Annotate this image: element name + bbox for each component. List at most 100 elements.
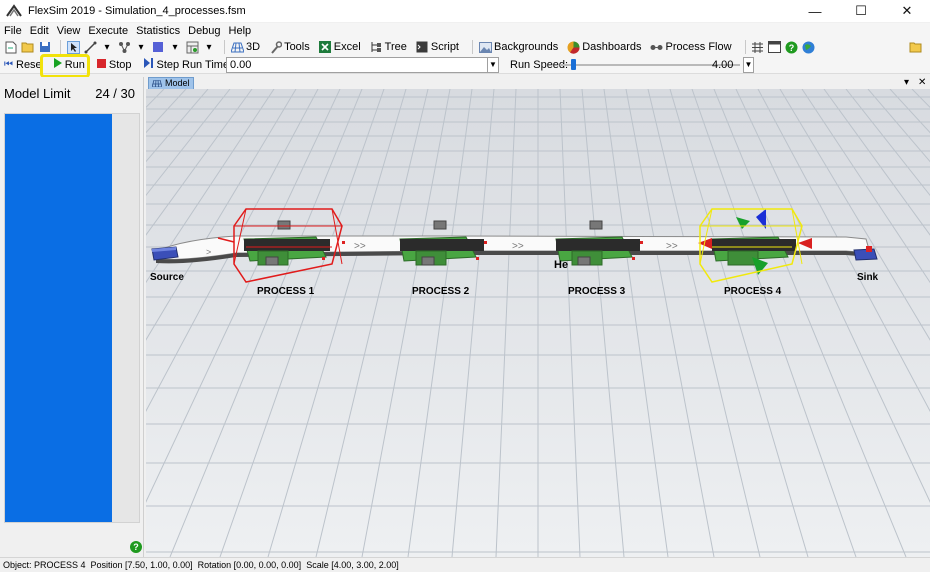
run-button[interactable]: Run bbox=[53, 56, 85, 74]
toolbar-divider bbox=[60, 40, 61, 54]
model-limit-bar-fill bbox=[5, 114, 112, 522]
process-3-label: PROCESS 3 bbox=[568, 286, 626, 297]
dashboards-icon bbox=[566, 40, 580, 54]
run-speed-slider-track[interactable] bbox=[560, 64, 740, 66]
play-icon bbox=[53, 58, 62, 71]
menu-help[interactable]: Help bbox=[228, 24, 252, 37]
process-2-label: PROCESS 2 bbox=[412, 286, 470, 297]
shape-library-icon[interactable] bbox=[151, 40, 165, 54]
sink-object[interactable] bbox=[853, 246, 878, 261]
window-layout-icon[interactable] bbox=[768, 40, 782, 54]
dropdown-arrow-icon[interactable]: ▾ bbox=[104, 41, 110, 53]
excel-label: Excel bbox=[333, 41, 361, 53]
script-button[interactable]: Script bbox=[415, 40, 459, 54]
step-icon bbox=[143, 58, 154, 71]
process-1-machine[interactable] bbox=[217, 208, 343, 283]
process-flow-label: Process Flow bbox=[665, 41, 732, 53]
run-speed-slider-thumb[interactable] bbox=[571, 59, 576, 70]
help-icon[interactable]: ? bbox=[130, 541, 142, 553]
reset-icon: ⏮ bbox=[4, 59, 13, 70]
select-mode-icon[interactable] bbox=[66, 40, 80, 54]
run-button-highlight bbox=[40, 54, 90, 78]
model-limit-value: 24 / 30 bbox=[95, 86, 135, 101]
help-icon[interactable]: ? bbox=[785, 40, 799, 54]
model-3d-view[interactable]: >> >> >> > Source Sink bbox=[146, 89, 930, 557]
backgrounds-icon bbox=[478, 40, 492, 54]
3d-button[interactable]: 3D bbox=[230, 40, 260, 54]
reset-label: Rese bbox=[16, 58, 42, 71]
tree-button[interactable]: Tree bbox=[369, 40, 407, 54]
save-icon[interactable] bbox=[38, 40, 52, 54]
dropdown-arrow-icon[interactable]: ▾ bbox=[206, 41, 212, 53]
tab-model-label: Model bbox=[165, 78, 190, 88]
stop-icon bbox=[96, 58, 106, 71]
run-time-dropdown[interactable]: ▼ bbox=[488, 57, 499, 73]
port-markers bbox=[322, 241, 643, 260]
dashboards-button[interactable]: Dashboards bbox=[566, 40, 642, 54]
toolbar-divider bbox=[744, 40, 746, 54]
menu-debug[interactable]: Debug bbox=[188, 24, 221, 37]
menu-file[interactable]: File bbox=[4, 24, 22, 37]
process-4-machine[interactable] bbox=[698, 208, 812, 283]
process-3-machine[interactable] bbox=[555, 220, 640, 266]
status-object: Object: PROCESS 4 bbox=[3, 560, 86, 570]
minimize-button[interactable]: — bbox=[808, 3, 822, 19]
model-canvas[interactable]: >> >> >> > Source Sink bbox=[146, 89, 930, 557]
view-tab-strip: Model ▾ ✕ bbox=[146, 77, 930, 89]
new-file-icon[interactable] bbox=[4, 40, 18, 54]
dashboards-label: Dashboards bbox=[582, 41, 642, 53]
maximize-button[interactable]: ☐ bbox=[855, 3, 867, 18]
grid-settings-icon[interactable] bbox=[751, 40, 765, 54]
stop-button[interactable]: Stop bbox=[96, 56, 132, 74]
run-label: Run bbox=[64, 58, 85, 71]
close-icon[interactable]: ✕ bbox=[918, 77, 927, 88]
source-object[interactable] bbox=[151, 246, 179, 261]
network-icon[interactable] bbox=[117, 40, 131, 54]
conveyor-arrows: >> >> >> > bbox=[206, 241, 678, 257]
model-limit-bar bbox=[4, 113, 140, 523]
model-limit-panel: Model Limit 24 / 30 ? bbox=[0, 77, 144, 557]
3d-label: 3D bbox=[246, 41, 261, 53]
backgrounds-button[interactable]: Backgrounds bbox=[478, 40, 558, 54]
menu-execute[interactable]: Execute bbox=[88, 24, 129, 37]
close-button[interactable]: ✕ bbox=[901, 3, 913, 18]
run-speed-value: 4.00 bbox=[712, 59, 734, 71]
run-speed-label: Run Speed: bbox=[510, 59, 569, 71]
model-limit-label: Model Limit bbox=[4, 86, 71, 101]
chevron-down-icon: ▼ bbox=[744, 60, 753, 69]
menu-view[interactable]: View bbox=[56, 24, 81, 37]
sink-label: Sink bbox=[857, 272, 879, 283]
source-label: Source bbox=[150, 272, 184, 283]
menu-edit[interactable]: Edit bbox=[29, 24, 49, 37]
dropdown-arrow-icon[interactable]: ▾ bbox=[138, 41, 144, 53]
process-2-machine[interactable] bbox=[399, 220, 484, 266]
3d-grid-icon bbox=[152, 80, 162, 87]
tab-model[interactable]: Model bbox=[148, 77, 194, 89]
menu-statistics[interactable]: Statistics bbox=[136, 24, 181, 37]
tab-menu-icon[interactable]: ▾ bbox=[904, 77, 910, 88]
process-4-label: PROCESS 4 bbox=[724, 286, 782, 297]
run-time-field[interactable]: 0.00 bbox=[226, 57, 488, 73]
reset-button[interactable]: ⏮ Rese bbox=[4, 56, 42, 74]
svg-text:>: > bbox=[206, 247, 211, 257]
window-title: FlexSim 2019 - Simulation_4_processes.fs… bbox=[28, 5, 246, 17]
svg-text:>>: >> bbox=[354, 241, 366, 252]
open-folder-icon[interactable] bbox=[909, 40, 923, 54]
connect-objects-icon[interactable] bbox=[83, 40, 97, 54]
run-speed-dropdown[interactable]: ▼ bbox=[743, 57, 754, 73]
main-toolbar: ▾ ▾ ▾ ▾ 3D Tools Excel Tree Script Backg… bbox=[0, 38, 930, 56]
open-folder-icon[interactable] bbox=[21, 40, 35, 54]
dropdown-arrow-icon[interactable]: ▾ bbox=[172, 41, 178, 53]
backgrounds-label: Backgrounds bbox=[494, 41, 559, 53]
process-flow-button[interactable]: Process Flow bbox=[650, 40, 732, 54]
tools-button[interactable]: Tools bbox=[268, 40, 310, 54]
step-button[interactable]: Step bbox=[143, 56, 179, 74]
excel-button[interactable]: Excel bbox=[318, 40, 361, 54]
script-icon bbox=[415, 40, 429, 54]
run-time-label: Run Time: bbox=[182, 59, 233, 71]
globe-icon[interactable] bbox=[802, 40, 816, 54]
flexsim-logo-icon bbox=[6, 4, 22, 17]
svg-text:?: ? bbox=[789, 43, 795, 53]
status-rotation: Rotation [0.00, 0.00, 0.00] bbox=[197, 560, 302, 570]
layout-icon[interactable] bbox=[185, 40, 199, 54]
